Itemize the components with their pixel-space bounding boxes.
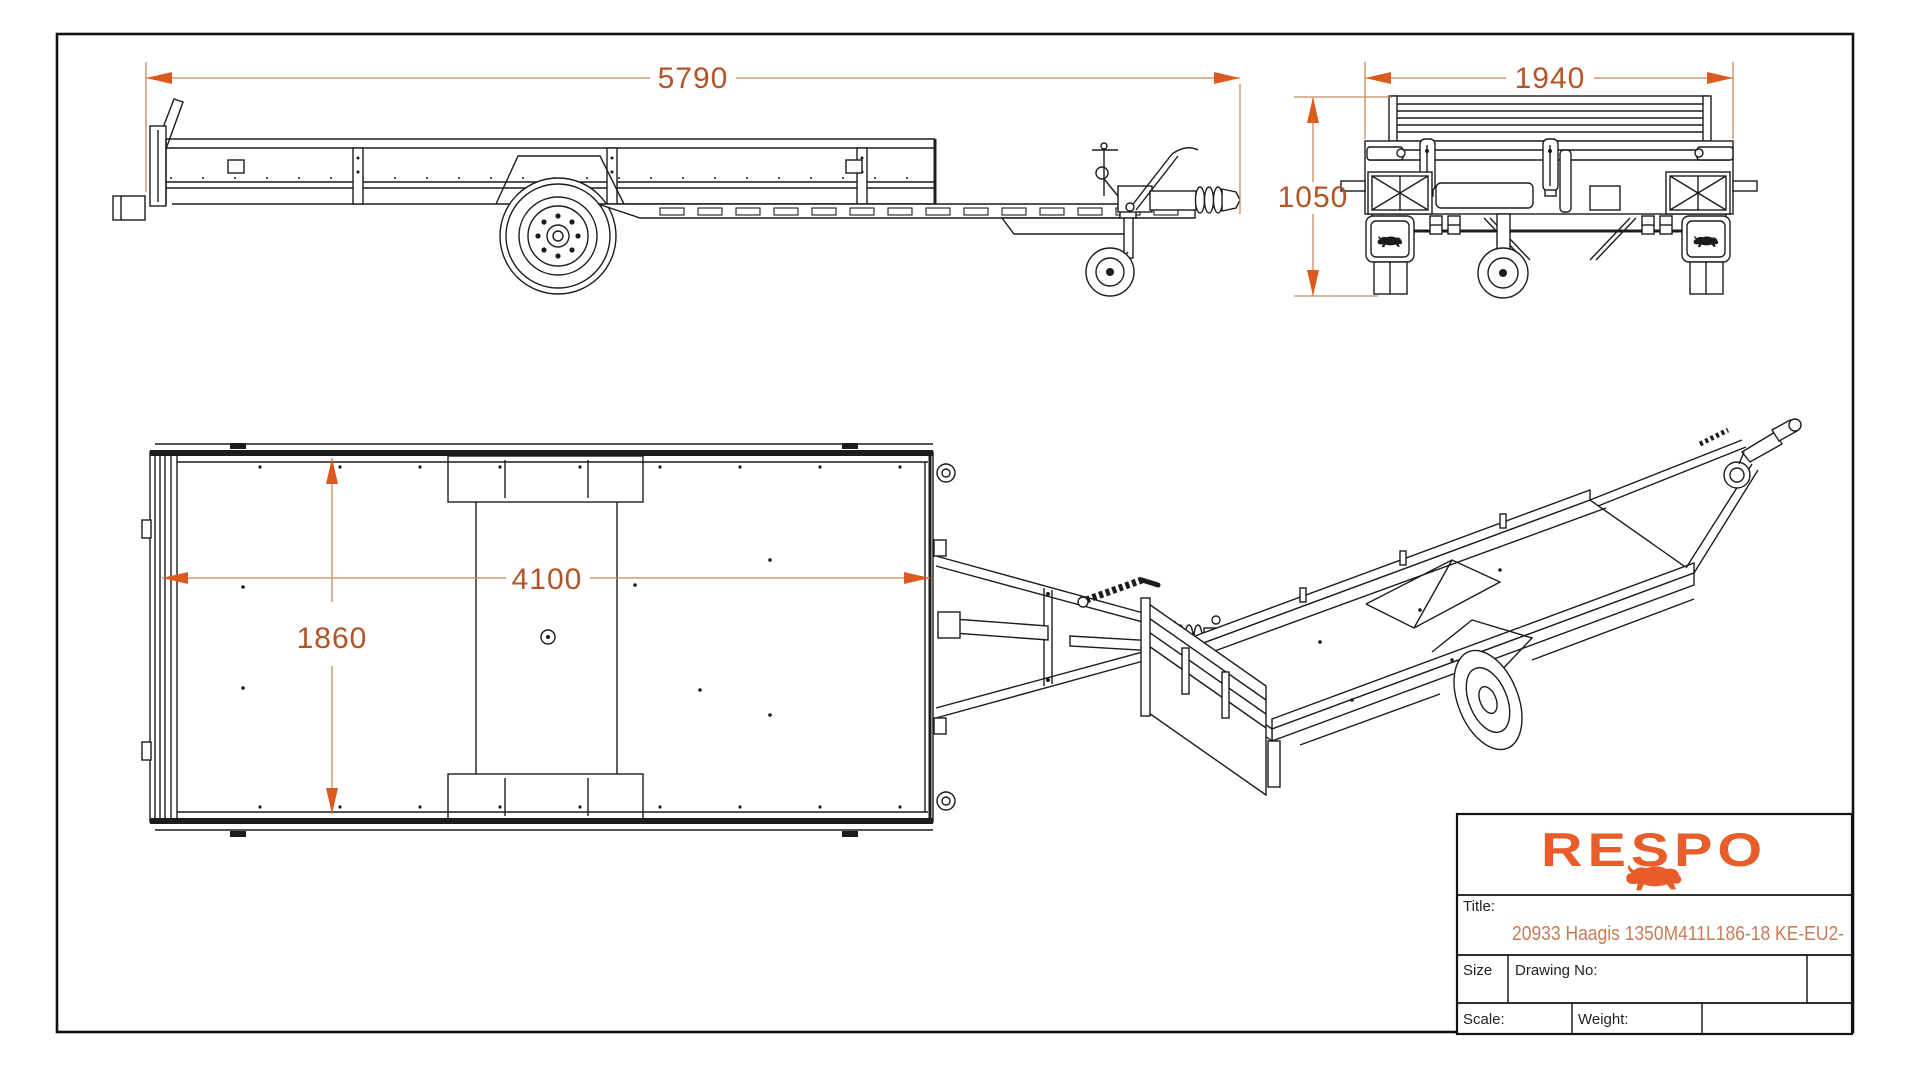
rear-view bbox=[1340, 95, 1758, 299]
side-wheel bbox=[499, 177, 617, 295]
dimension-label-overall-width: 1940 bbox=[1515, 62, 1586, 95]
jockey-wheel-rear bbox=[1477, 213, 1529, 299]
dimension-bed-width: 1860 bbox=[297, 458, 368, 814]
isometric-view bbox=[1140, 418, 1802, 797]
title-block: RESPO Title: 20933 Haagis 1350M411L186-1… bbox=[1455, 812, 1854, 1036]
bull-icon bbox=[1693, 235, 1719, 248]
handbrake-side bbox=[1092, 142, 1199, 213]
sheet-border bbox=[55, 32, 1855, 1034]
mudguard-left bbox=[1365, 215, 1415, 295]
size-label: Size bbox=[1463, 962, 1492, 979]
dimension-label-overall-length: 5790 bbox=[658, 62, 729, 95]
dimension-overall-height: 1050 bbox=[1278, 96, 1392, 297]
isometric-drawbar bbox=[1589, 418, 1802, 574]
coupling-side bbox=[1149, 186, 1241, 214]
deck-bolts bbox=[241, 465, 902, 809]
dimension-overall-width: 1940 bbox=[1364, 62, 1734, 139]
weight-label: Weight: bbox=[1578, 1011, 1629, 1028]
dimension-bed-length: 4100 bbox=[162, 563, 930, 596]
tailboard-top-view bbox=[154, 454, 178, 820]
drawing-title: 20933 Haagis 1350M411L186-18 KE-EU2- bbox=[1512, 923, 1844, 945]
respo-logo: RESPO bbox=[1541, 823, 1763, 891]
bull-icon bbox=[1626, 864, 1682, 891]
tail-light-left bbox=[1367, 171, 1433, 215]
dimension-label-bed-length: 4100 bbox=[512, 563, 583, 596]
scale-label: Scale: bbox=[1463, 1011, 1505, 1028]
bull-icon bbox=[1377, 235, 1403, 248]
title-label: Title: bbox=[1463, 898, 1495, 915]
dimension-label-bed-width: 1860 bbox=[297, 622, 368, 655]
isometric-rear-board bbox=[1140, 597, 1267, 797]
axle-clamps bbox=[1429, 215, 1673, 235]
tail-light-right bbox=[1665, 171, 1731, 215]
drawing-no-label: Drawing No: bbox=[1515, 962, 1598, 979]
side-view bbox=[112, 98, 1241, 297]
isometric-wheel bbox=[1431, 619, 1534, 751]
mudguard-right bbox=[1681, 215, 1731, 295]
dimension-overall-length: 5790 bbox=[145, 62, 1241, 214]
dimension-label-overall-height: 1050 bbox=[1278, 181, 1349, 214]
axle-strip bbox=[447, 455, 644, 821]
